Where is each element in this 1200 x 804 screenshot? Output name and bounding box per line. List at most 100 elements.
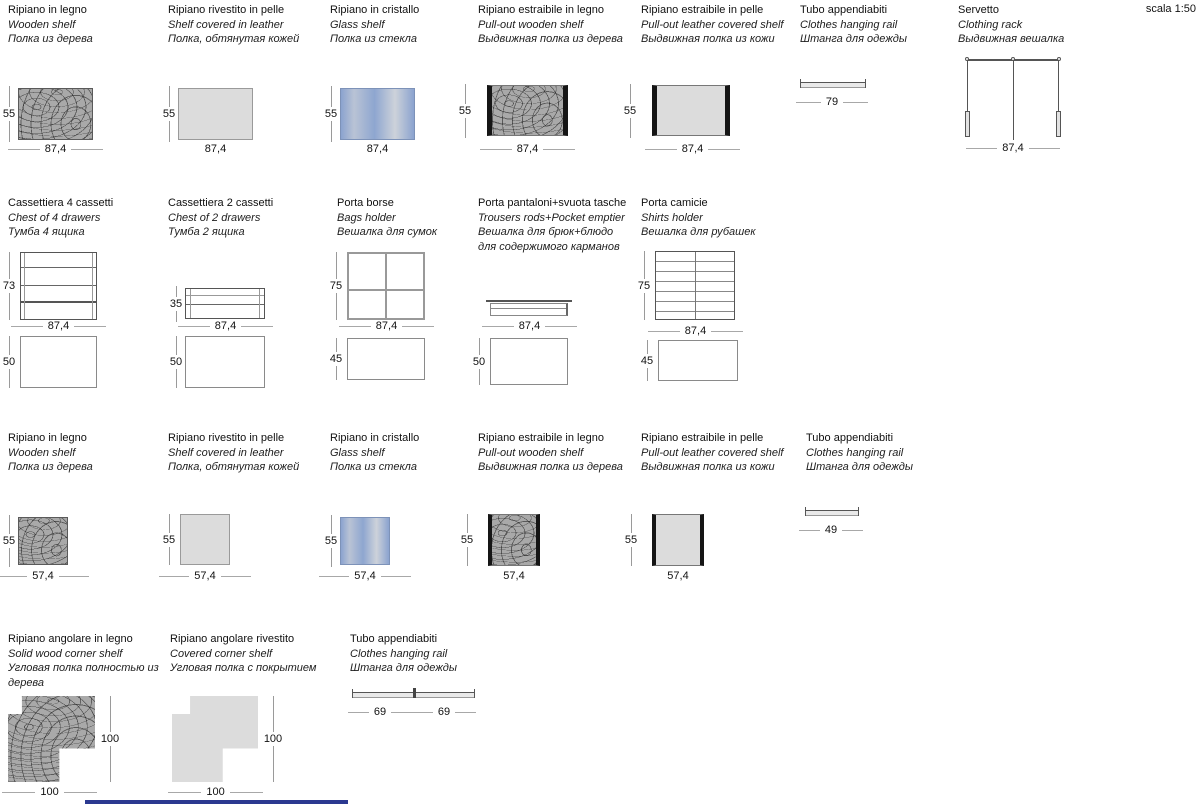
width-dimension: 87,4 bbox=[645, 143, 741, 155]
leather-shelf-drawing bbox=[180, 514, 230, 565]
height-dimension: 55 bbox=[318, 515, 344, 567]
width-dimension: 100 bbox=[2, 786, 98, 798]
side-panel-line bbox=[92, 253, 93, 319]
height-dimension: 75 bbox=[631, 251, 657, 320]
dim-tick bbox=[330, 86, 332, 107]
dim-tick bbox=[646, 340, 648, 354]
dim-value: 75 bbox=[637, 279, 651, 292]
dim-tick bbox=[464, 84, 466, 104]
dim-line bbox=[391, 711, 412, 713]
dim-tick bbox=[643, 292, 645, 320]
shirts-holder-front bbox=[655, 251, 735, 320]
dim-line bbox=[74, 325, 107, 327]
dim-value: 35 bbox=[169, 298, 183, 310]
item-name-en: Covered corner shelf bbox=[170, 647, 273, 660]
dim-line bbox=[543, 148, 576, 150]
height-dimension: 55 bbox=[156, 514, 182, 565]
item-name-en: Pull-out leather covered shelf bbox=[641, 18, 784, 31]
dim-line bbox=[645, 148, 677, 150]
chest-4-drawers-plan bbox=[20, 336, 97, 388]
height-dimension: 55 bbox=[454, 514, 480, 566]
height-dimension: 55 bbox=[156, 86, 182, 142]
dim-tick bbox=[466, 514, 468, 533]
item-name-ru: Выдвижная полка из дерева bbox=[478, 33, 623, 45]
dim-tick bbox=[643, 251, 645, 279]
dim-line bbox=[1028, 147, 1061, 149]
dim-tick bbox=[335, 252, 337, 279]
dim-value: 73 bbox=[2, 280, 16, 292]
depth-dimension: 50 bbox=[163, 336, 189, 388]
dim-value: 55 bbox=[623, 105, 637, 117]
item-label-glass-shelf-small: Ripiano in cristallo Glass shelf Полка и… bbox=[330, 431, 484, 475]
dim-tick bbox=[175, 311, 177, 322]
hanging-rail-double-drawing bbox=[352, 688, 475, 698]
wooden-shelf-drawing bbox=[18, 88, 93, 140]
item-name-ru: Штанга для одежды bbox=[350, 662, 457, 674]
dim-line bbox=[8, 148, 40, 150]
item-name-ru: Штанга для одежды bbox=[806, 461, 913, 473]
height-dimension: 75 bbox=[323, 252, 349, 320]
dim-tick bbox=[478, 368, 480, 385]
servetto-sleeve-right bbox=[1056, 111, 1061, 137]
dim-tick bbox=[478, 338, 480, 355]
dim-tick bbox=[335, 293, 337, 320]
pullout-leather-shelf-drawing bbox=[652, 514, 704, 566]
item-name-en: Shelf covered in leather bbox=[168, 446, 284, 459]
dim-value: 87,4 bbox=[1002, 142, 1024, 154]
item-name-it: Cassettiera 2 cassetti bbox=[168, 197, 274, 209]
dim-tick bbox=[630, 514, 632, 533]
item-name-en: Pull-out leather covered shelf bbox=[641, 446, 784, 459]
item-label-chest-4-drawers: Cassettiera 4 cassetti Chest of 4 drawer… bbox=[8, 196, 162, 240]
item-name-ru: Штанга для одежды bbox=[800, 33, 907, 45]
rod-line bbox=[491, 308, 566, 310]
height-dimension: 55 bbox=[452, 84, 478, 138]
width-dimension-right: 69 bbox=[412, 706, 476, 718]
item-name-en: Wooden shelf bbox=[8, 18, 76, 31]
dim-line bbox=[799, 529, 820, 531]
dim-value: 75 bbox=[329, 280, 343, 292]
dim-line bbox=[2, 791, 36, 793]
item-label-servetto: Servetto Clothing rack Выдвижная вешалка bbox=[958, 3, 1112, 47]
item-name-en: Clothing rack bbox=[958, 18, 1023, 31]
item-name-ru: Выдвижная вешалка bbox=[958, 33, 1065, 45]
dim-line bbox=[319, 575, 350, 577]
item-name-it: Tubo appendiabiti bbox=[806, 432, 894, 444]
item-name-it: Tubo appendiabiti bbox=[800, 4, 888, 16]
item-name-it: Ripiano in legno bbox=[8, 4, 87, 16]
dim-line bbox=[966, 147, 998, 149]
item-name-it: Cassettiera 4 cassetti bbox=[8, 197, 114, 209]
dim-value: 55 bbox=[162, 533, 176, 546]
chest-4-drawers-front bbox=[20, 252, 97, 320]
dim-line bbox=[58, 575, 90, 577]
item-name-ru: Полка из стекла bbox=[330, 461, 418, 473]
item-label-pullout-wood-shelf: Ripiano estraibile in legno Pull-out woo… bbox=[478, 3, 632, 47]
item-label-leather-shelf: Ripiano rivestito in pelle Shelf covered… bbox=[168, 3, 322, 47]
dim-line bbox=[648, 330, 680, 332]
item-name-it: Ripiano rivestito in pelle bbox=[168, 4, 285, 16]
width-dimension: 87,4 bbox=[966, 142, 1061, 154]
item-name-en: Bags holder bbox=[337, 211, 396, 224]
dim-line bbox=[178, 325, 210, 327]
dim-value: 57,4 bbox=[194, 570, 216, 582]
item-name-en: Shelf covered in leather bbox=[168, 18, 284, 31]
item-name-en: Glass shelf bbox=[330, 18, 385, 31]
dim-line bbox=[63, 791, 98, 793]
servetto-center-rod bbox=[1013, 60, 1014, 140]
height-dimension: 73 bbox=[0, 252, 22, 320]
servetto-post-left bbox=[967, 60, 968, 134]
dim-tick bbox=[8, 86, 10, 107]
dim-tick bbox=[8, 336, 10, 355]
height-dimension: 55 bbox=[318, 86, 344, 142]
side-panel-line bbox=[190, 289, 191, 318]
trousers-holder-top-edge bbox=[486, 300, 572, 302]
rail-tube bbox=[801, 82, 865, 88]
item-name-ru: Вешалка для сумок bbox=[337, 226, 438, 238]
dim-line bbox=[71, 148, 104, 150]
dim-line bbox=[843, 101, 868, 103]
dim-line bbox=[545, 325, 578, 327]
dim-line bbox=[220, 575, 252, 577]
dim-value: 87,4 bbox=[214, 320, 237, 332]
height-dimension: 55 bbox=[0, 86, 22, 142]
item-name-ru: Выдвижная полка из дерева bbox=[478, 461, 623, 473]
dim-tick bbox=[464, 118, 466, 138]
